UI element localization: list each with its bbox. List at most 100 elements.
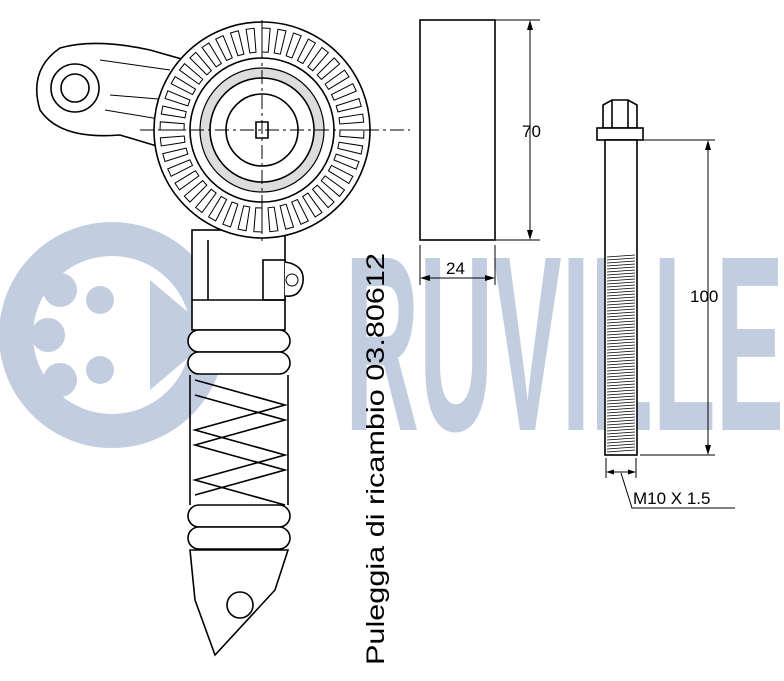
thread-line [606, 425, 636, 429]
pulley-rib [215, 35, 233, 62]
part-caption: Puleggia di ricambio 03.80612 [362, 253, 390, 665]
pulley-rib [222, 201, 239, 228]
thread-line [606, 308, 636, 312]
thread-line [606, 275, 636, 279]
pulley-rib [307, 46, 330, 72]
pulley-rib [320, 175, 346, 198]
thread-line [606, 329, 636, 333]
thread-line [606, 389, 636, 393]
thread-line [606, 311, 636, 315]
thread-line [606, 335, 636, 339]
thread-line [606, 365, 636, 369]
pulley-rib [229, 30, 245, 57]
pulley-rib [183, 179, 208, 203]
pulley-rib [316, 57, 341, 81]
pulley-rib [160, 105, 187, 119]
thread-line [606, 293, 636, 297]
pulley-rib [167, 159, 194, 177]
pulley-rib [337, 141, 364, 155]
pulley-rib [291, 198, 309, 225]
thread-line [606, 347, 636, 351]
thread-line [606, 287, 636, 291]
thread-line [606, 353, 636, 357]
thread-line [606, 314, 636, 318]
pulley-rib [279, 203, 295, 230]
pulley-rib [335, 97, 362, 113]
thread-line [606, 413, 636, 417]
pulley-rib [201, 42, 223, 68]
spring-coils [187, 329, 291, 550]
thread-line [606, 437, 636, 441]
thread-line [606, 350, 636, 354]
watermark-brand: RUVILLE [345, 204, 784, 483]
thread-line [606, 383, 636, 387]
pulley-rib [174, 169, 200, 191]
thread-line [606, 416, 636, 420]
thread-line [606, 341, 636, 345]
pulley-rib [164, 90, 191, 107]
thread-line [606, 320, 636, 324]
pulley-rib [285, 32, 302, 59]
width-dimension: 24 [446, 259, 465, 278]
pulley-rib [159, 135, 186, 147]
pulley-rib [207, 195, 228, 222]
thread-line [606, 449, 636, 453]
thread-line [606, 362, 636, 366]
pulley-rib [339, 129, 365, 139]
thread-line [606, 281, 636, 285]
thread-line [606, 272, 636, 276]
bolt: 100 M10 X 1.5 [596, 99, 735, 509]
thread-line [606, 434, 636, 438]
pulley-rib [296, 38, 317, 65]
thread-line [606, 254, 636, 258]
thread-line [606, 302, 636, 306]
thread-line [606, 431, 636, 435]
thread-line [606, 419, 636, 423]
thread-line [606, 317, 636, 321]
pulley-rib [338, 113, 365, 125]
thread-line [606, 410, 636, 414]
thread-line [606, 332, 636, 336]
thread-line [606, 407, 636, 411]
pulley-rib [267, 206, 279, 233]
tensioner-assembly [36, 42, 304, 657]
thread-line [606, 386, 636, 390]
pulley-rib [245, 27, 257, 54]
pulley-rib [261, 27, 271, 53]
pulley-rib [194, 188, 217, 214]
pulley-rib [237, 205, 251, 232]
pulley-rib [301, 192, 323, 218]
pulley-rib [170, 75, 197, 96]
thread-line [606, 290, 636, 294]
thread-line [606, 266, 636, 270]
pulley-rib [330, 83, 357, 101]
pulley-rib [178, 62, 204, 85]
pulley-front-view [140, 20, 410, 245]
thread-line [606, 257, 636, 261]
thread-line [606, 422, 636, 426]
thread-line [606, 269, 636, 273]
thread-line [606, 359, 636, 363]
pulley-rib [327, 164, 354, 185]
pulley-rib [162, 147, 189, 163]
thread-line [606, 428, 636, 432]
height-dimension: 70 [522, 122, 541, 141]
thread-line [606, 398, 636, 402]
thread-line [606, 356, 636, 360]
thread-line [606, 260, 636, 264]
thread-line [606, 284, 636, 288]
thread-line [606, 404, 636, 408]
thread-line [606, 326, 636, 330]
thread-line [606, 263, 636, 267]
thread-line [606, 299, 636, 303]
thread-line [606, 443, 636, 447]
thread-line [606, 440, 636, 444]
thread-line [606, 371, 636, 375]
pulley-rib [324, 69, 350, 91]
pulley-rib [273, 28, 287, 55]
thread-line [606, 446, 636, 450]
pulley-rib [333, 153, 360, 170]
thread-line [606, 305, 636, 309]
pulley-rib [189, 51, 213, 76]
